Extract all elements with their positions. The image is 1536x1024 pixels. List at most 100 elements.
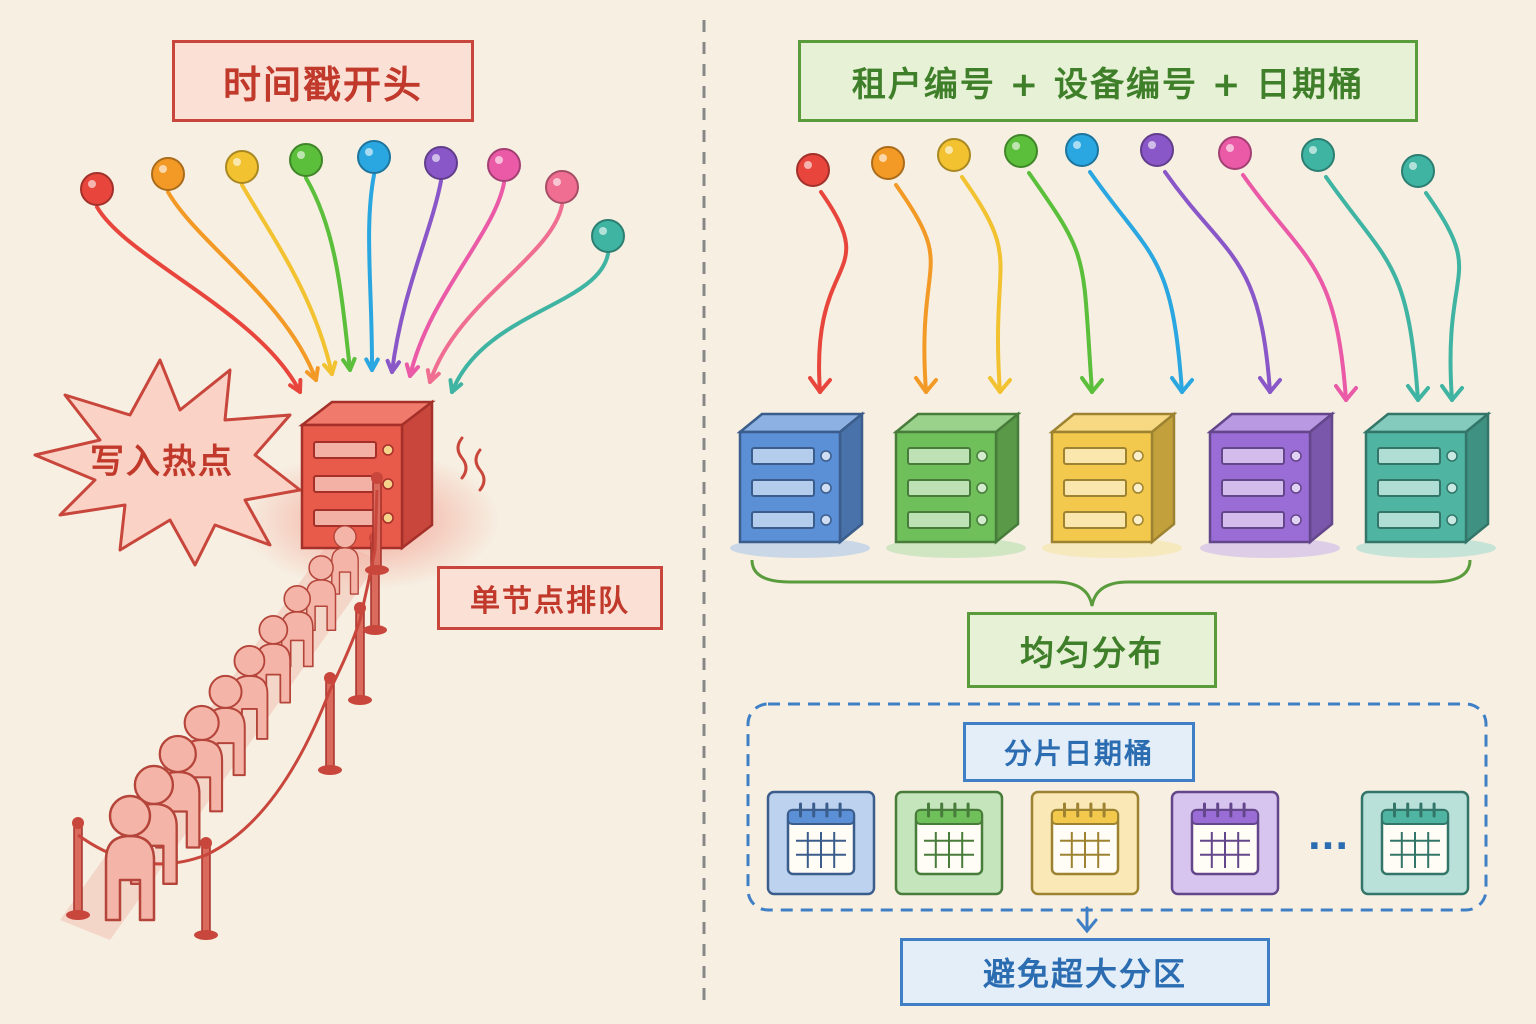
server-drive-bay (751, 511, 815, 529)
result-label: 避免超大分区 (900, 938, 1270, 1006)
calendar-header (1381, 809, 1449, 825)
data-dot-icon (1004, 134, 1038, 168)
person-head (258, 614, 289, 645)
stanchion-post-icon (201, 844, 211, 936)
queue-label: 单节点排队 (437, 566, 663, 630)
server-drive-bay (907, 511, 971, 529)
dot-highlight (495, 156, 503, 164)
arrowhead-icon (1170, 376, 1194, 394)
server-drive-bay (1221, 479, 1285, 497)
dot-highlight (804, 161, 812, 169)
dot-highlight (365, 148, 373, 156)
down-arrow-icon (1076, 906, 1098, 934)
dot-highlight (88, 180, 96, 188)
data-dot-icon (796, 153, 830, 187)
queued-person-icon (104, 794, 156, 922)
person-head (158, 734, 197, 774)
data-dot-icon (424, 146, 458, 180)
server-led (820, 482, 832, 494)
converging-arrow (166, 190, 318, 382)
server-drive-bay (907, 479, 971, 497)
dot-highlight (1073, 141, 1081, 149)
date-bucket-calendar-icon (1170, 790, 1280, 896)
balance-label: 均匀分布 (967, 612, 1217, 688)
server-drive-bay (1221, 447, 1285, 465)
data-dot-icon (357, 140, 391, 174)
left-panel-title: 时间戳开头 (172, 40, 474, 122)
data-dot-icon (871, 146, 905, 180)
data-dot-icon (591, 219, 625, 253)
queued-person-icon (305, 555, 337, 631)
calendar-ellipsis: ··· (1307, 826, 1348, 867)
arrowhead-icon (385, 358, 401, 374)
server-led (1290, 482, 1302, 494)
queued-person-icon (331, 525, 359, 595)
person-body (331, 547, 359, 595)
server-led (976, 514, 988, 526)
dot-highlight (945, 146, 953, 154)
data-dot-icon (1140, 133, 1174, 167)
server-drive-bay (1063, 447, 1127, 465)
dot-highlight (599, 227, 607, 235)
date-bucket-calendar-icon (1360, 790, 1470, 896)
data-dot-icon (1218, 136, 1252, 170)
server-drive-bay (751, 479, 815, 497)
server-led (1132, 482, 1144, 494)
arrowhead-icon (1406, 384, 1430, 402)
date-bucket-calendar-icon (894, 790, 1004, 896)
arrowhead-icon (988, 376, 1012, 394)
server-led (1290, 450, 1302, 462)
server-drive-bay (1377, 511, 1441, 529)
dot-highlight (297, 151, 305, 159)
shard-label: 分片日期桶 (963, 722, 1195, 782)
person-head (108, 794, 152, 838)
server-side (994, 411, 1020, 545)
person-body (104, 834, 156, 922)
dot-highlight (1012, 142, 1020, 150)
dot-highlight (233, 158, 241, 166)
server-drive-bay (1377, 447, 1441, 465)
converging-arrow (304, 176, 352, 372)
data-dot-icon (1301, 138, 1335, 172)
person-head (233, 644, 266, 677)
server-icon (886, 411, 1026, 558)
dot-highlight (1148, 141, 1156, 149)
dot-highlight (432, 154, 440, 162)
arrowhead-icon (364, 357, 380, 372)
stanchion-base (348, 695, 372, 705)
dot-highlight (1409, 162, 1417, 170)
stanchion-base (365, 565, 389, 575)
server-drive-bay (907, 447, 971, 465)
server-drive-bay (1063, 479, 1127, 497)
converging-arrow (408, 181, 506, 378)
date-bucket-calendar-icon (1030, 790, 1140, 896)
server-led (1132, 514, 1144, 526)
converging-arrow (240, 183, 334, 376)
data-dot-icon (545, 170, 579, 204)
stanchion-base (363, 625, 387, 635)
server-side (1464, 411, 1490, 545)
person-head (208, 674, 243, 709)
server-side (1150, 411, 1176, 545)
server-drive-bay (1377, 479, 1441, 497)
arrowhead-icon (914, 376, 938, 394)
arrowhead-icon (808, 376, 832, 394)
arrowhead-icon (1258, 376, 1282, 394)
routing-arrow (1027, 171, 1094, 394)
converging-arrow (367, 173, 376, 372)
arrowhead-icon (288, 378, 303, 394)
right-panel-title: 租户编号 + 设备编号 + 日期桶 (798, 40, 1418, 122)
converging-arrow (428, 203, 564, 384)
converging-arrow (390, 179, 443, 374)
routing-arrow (1241, 173, 1348, 402)
converging-arrow (450, 252, 610, 394)
data-dot-icon (937, 138, 971, 172)
server-drive-bay (751, 447, 815, 465)
server-led (1132, 450, 1144, 462)
routing-arrow (1324, 175, 1420, 402)
stanchion-top (200, 837, 212, 849)
arrowhead-icon (448, 378, 464, 394)
data-dot-icon (1065, 133, 1099, 167)
dot-highlight (553, 178, 561, 186)
